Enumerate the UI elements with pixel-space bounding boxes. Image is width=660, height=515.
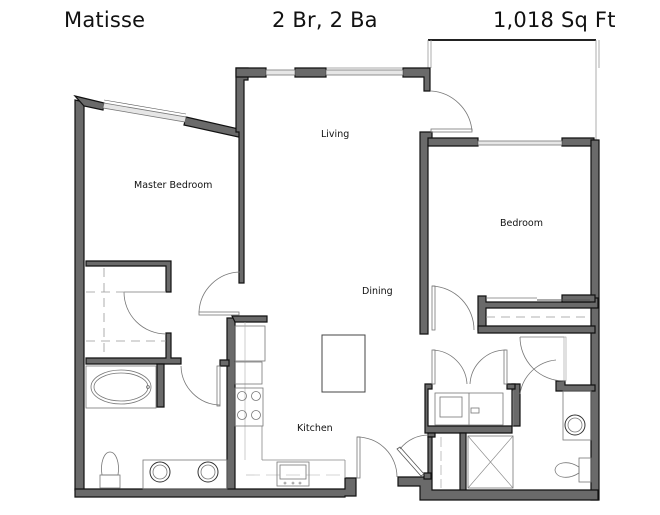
master-closet-shelving xyxy=(86,268,166,356)
bed-bath-count: 2 Br, 2 Ba xyxy=(272,8,378,32)
windows xyxy=(102,67,563,146)
kitchen-fixtures xyxy=(234,322,366,487)
room-label-kitchen: Kitchen xyxy=(297,423,333,434)
room-label-living: Living xyxy=(321,129,349,140)
balcony xyxy=(427,39,600,140)
shower xyxy=(467,435,514,489)
room-label-master-bedroom: Master Bedroom xyxy=(134,180,212,191)
walls xyxy=(73,67,600,501)
plan-name: Matisse xyxy=(64,8,146,32)
square-footage: 1,018 Sq Ft xyxy=(493,8,616,32)
master-bath-fixtures xyxy=(85,365,228,490)
laundry-fixtures xyxy=(434,391,514,427)
bath-2-fixtures xyxy=(554,390,592,483)
room-label-bedroom: Bedroom xyxy=(500,218,543,229)
room-label-dining: Dining xyxy=(362,286,393,297)
doors xyxy=(123,90,590,488)
